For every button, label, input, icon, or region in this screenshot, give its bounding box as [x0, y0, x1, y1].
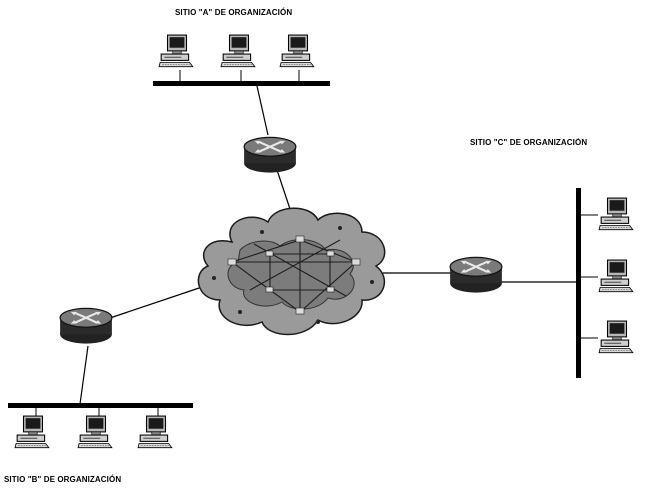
workstation-icon — [159, 35, 193, 67]
workstation-icon — [78, 416, 112, 448]
workstation-icon — [599, 260, 633, 292]
link-router-b-cloud — [110, 285, 208, 318]
lan-bus-b — [8, 403, 193, 408]
wan-cloud-icon — [198, 208, 384, 334]
router-icon — [450, 257, 502, 292]
lan-bus-c — [576, 188, 581, 378]
workstation-icon — [280, 35, 314, 67]
link-router-a-lan — [257, 86, 268, 135]
lan-c-drops — [581, 215, 598, 338]
router-icon — [60, 308, 112, 343]
workstation-icon — [15, 416, 49, 448]
router-icon — [244, 137, 296, 172]
workstation-icon — [599, 198, 633, 230]
link-router-b-lan — [80, 346, 88, 404]
workstation-icon — [599, 321, 633, 353]
workstation-icon — [221, 35, 255, 67]
workstation-icon — [138, 416, 172, 448]
lan-a-drops — [180, 70, 299, 81]
lan-bus-a — [153, 81, 330, 86]
